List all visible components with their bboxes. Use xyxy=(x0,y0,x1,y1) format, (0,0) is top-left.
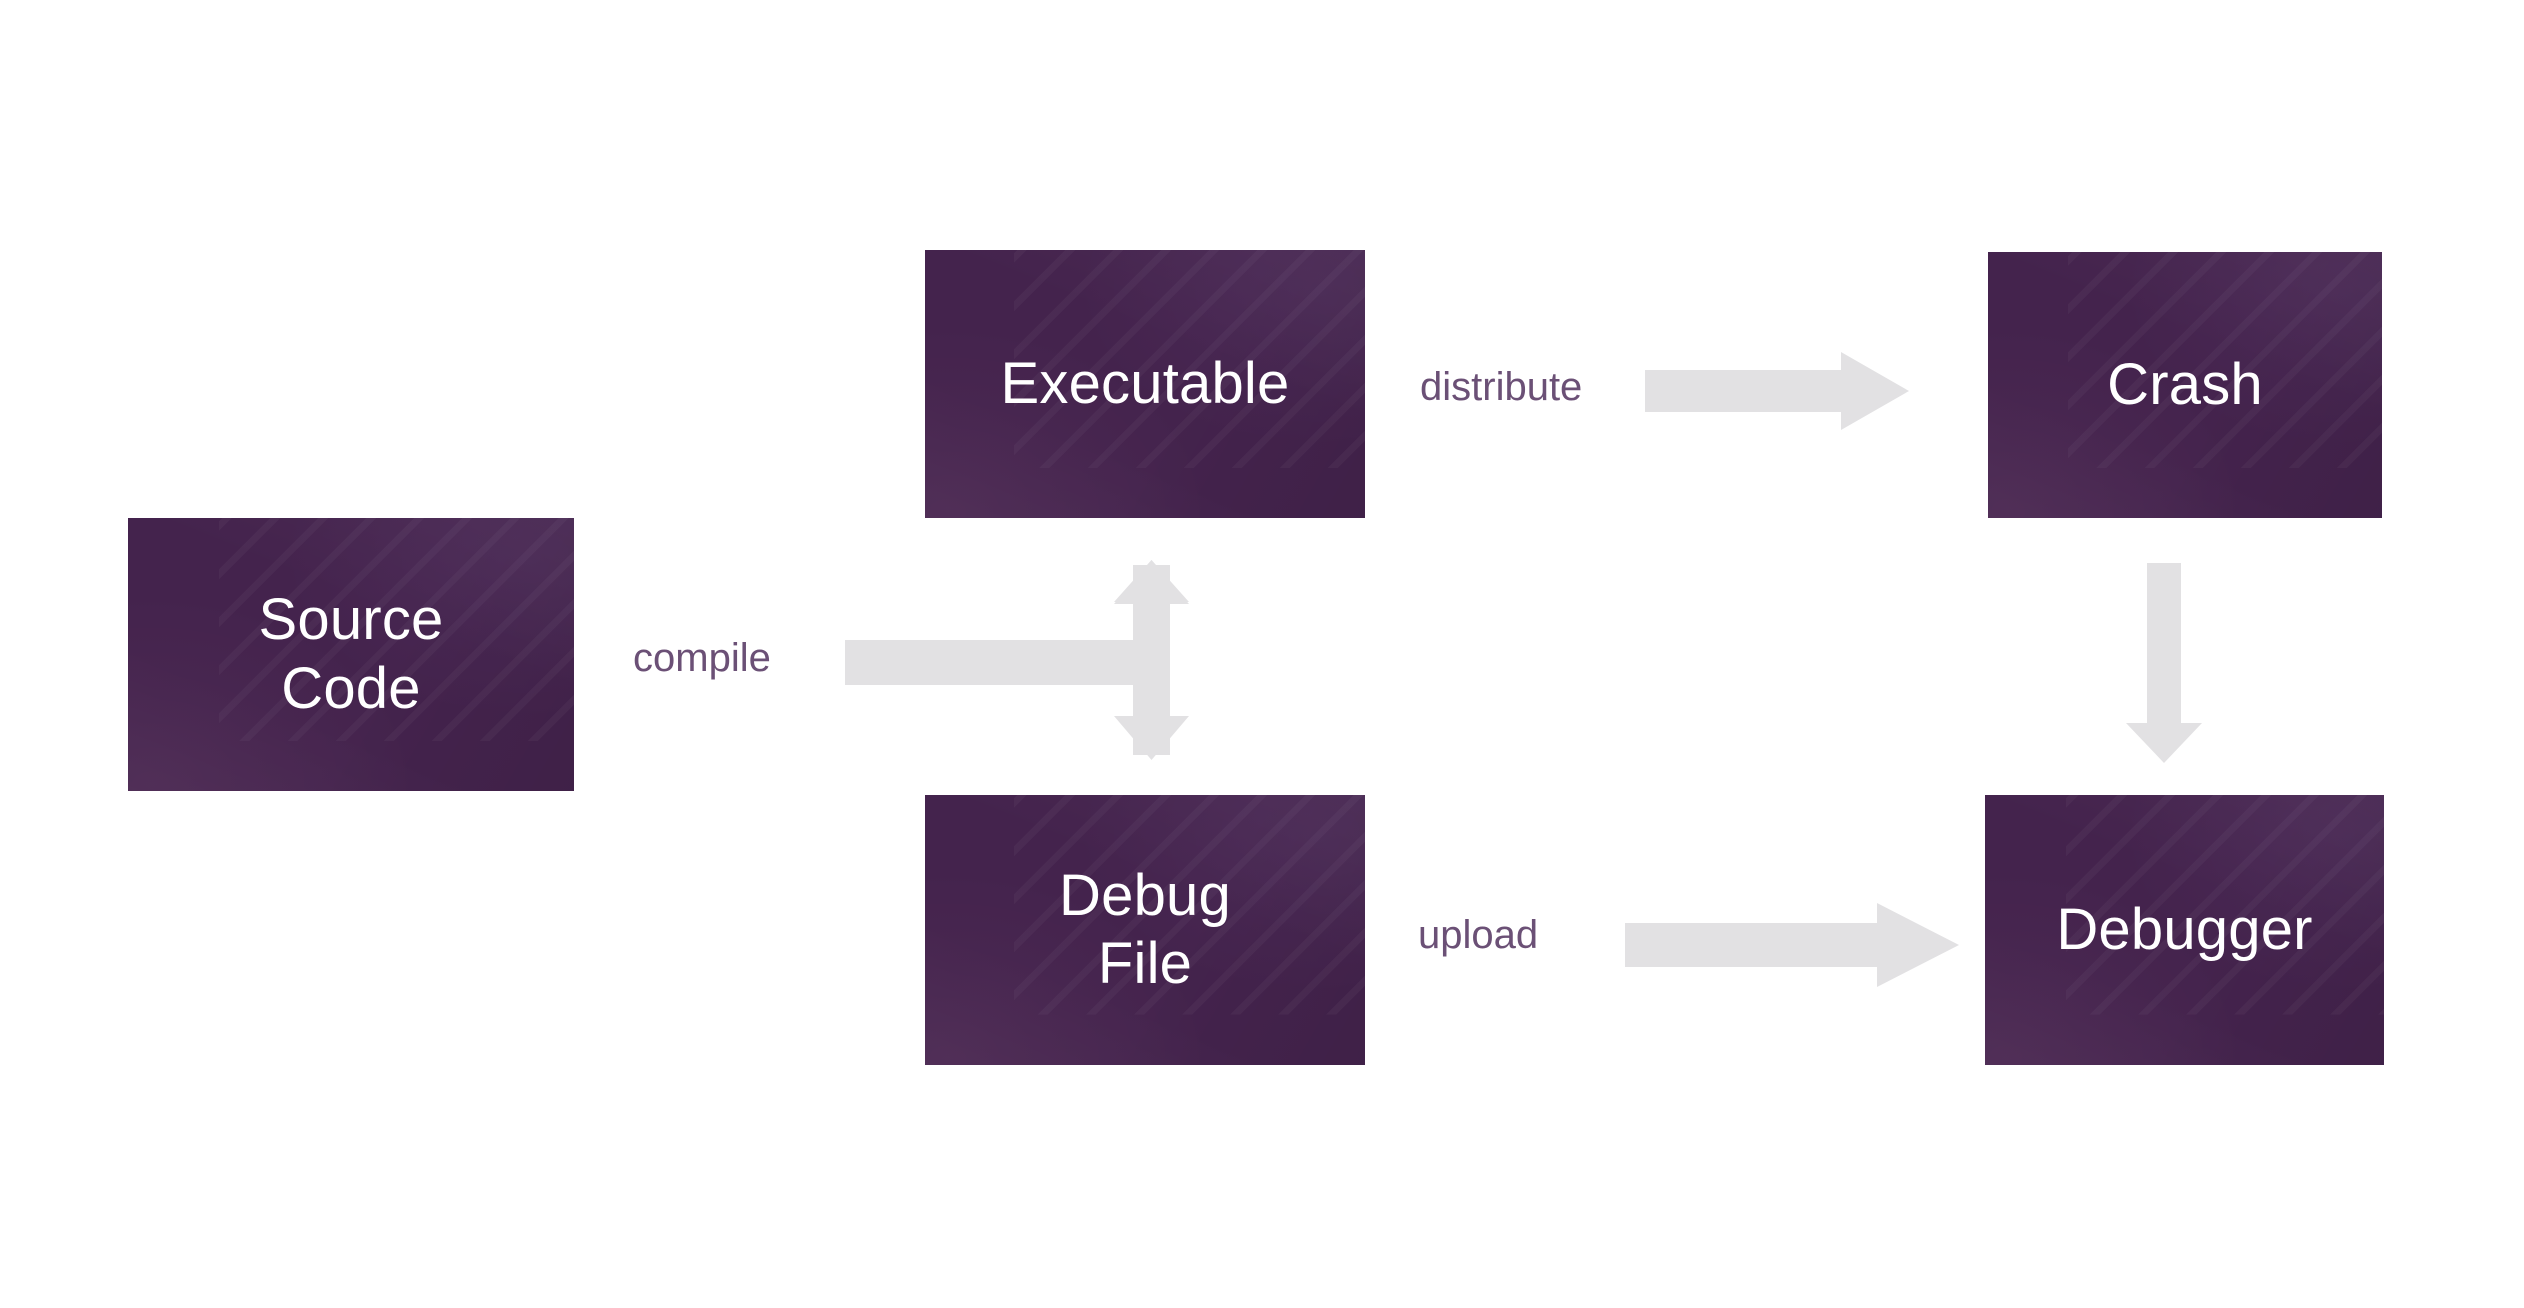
arrow-upload xyxy=(1625,903,1960,987)
edge-label-upload: upload xyxy=(1418,913,1539,957)
node-executable[interactable]: Executable xyxy=(925,250,1365,518)
node-debugger-label: Debugger xyxy=(2056,896,2313,962)
edge-label-distribute: distribute xyxy=(1420,365,1583,409)
node-source-code-label: Source Code xyxy=(258,587,444,721)
node-crash-label: Crash xyxy=(2107,351,2263,417)
arrow-crash-to-debugger-shape xyxy=(2126,563,2202,763)
node-executable-label: Executable xyxy=(1000,350,1290,416)
arrow-crash-to-debugger xyxy=(2126,563,2202,763)
node-debugger[interactable]: Debugger xyxy=(1985,795,2384,1065)
node-crash[interactable]: Crash xyxy=(1988,252,2382,518)
edge-label-compile: compile xyxy=(633,636,771,680)
node-debug-file[interactable]: Debug File xyxy=(925,795,1365,1065)
node-source-code[interactable]: Source Code xyxy=(128,518,574,791)
arrow-upload-shape xyxy=(1625,903,1959,987)
arrow-compile xyxy=(845,560,1195,770)
arrow-distribute xyxy=(1645,352,1910,430)
node-debug-file-label: Debug File xyxy=(1059,862,1231,996)
arrow-compile-shape xyxy=(845,560,1189,760)
arrow-distribute-shape xyxy=(1645,352,1909,430)
